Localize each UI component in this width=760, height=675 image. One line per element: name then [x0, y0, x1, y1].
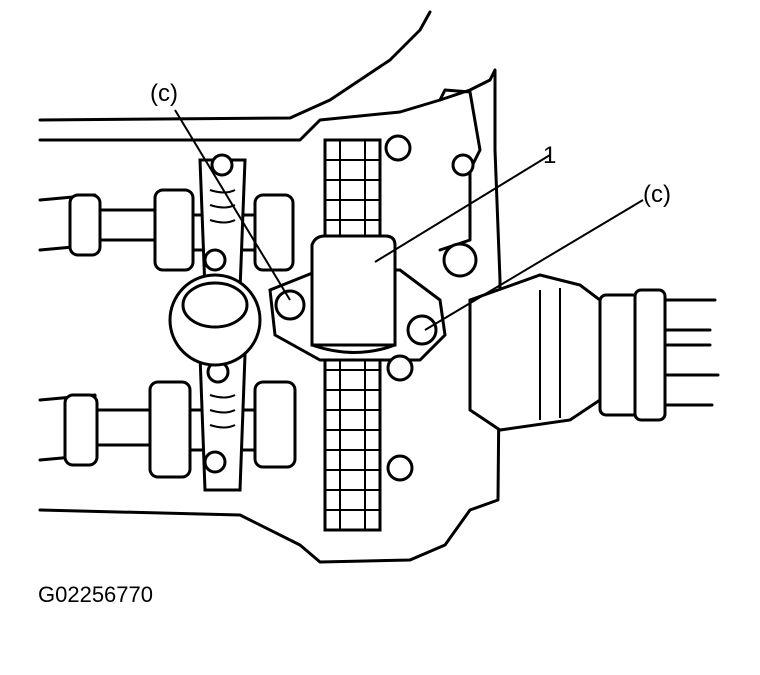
- sensor-connector: [468, 273, 720, 432]
- bearing-cap-lower: [198, 353, 247, 492]
- lower-camshaft: [38, 380, 297, 479]
- upper-camshaft: [38, 188, 295, 272]
- chain-guide-part-1: [310, 234, 397, 354]
- callout-c-right: (c): [643, 181, 671, 208]
- cylindrical-boss: [168, 273, 262, 367]
- leader-lines: [174, 109, 644, 331]
- housing-right-bracket: [438, 88, 482, 252]
- head-bolts: [384, 134, 478, 482]
- callout-c-left: (c): [150, 80, 178, 107]
- figure-code: G02256770: [38, 582, 153, 607]
- housing-outline: [38, 68, 502, 564]
- housing-top-edge: [38, 10, 432, 122]
- callout-part-1: 1: [543, 142, 557, 169]
- bearing-cap-upper: [198, 153, 247, 292]
